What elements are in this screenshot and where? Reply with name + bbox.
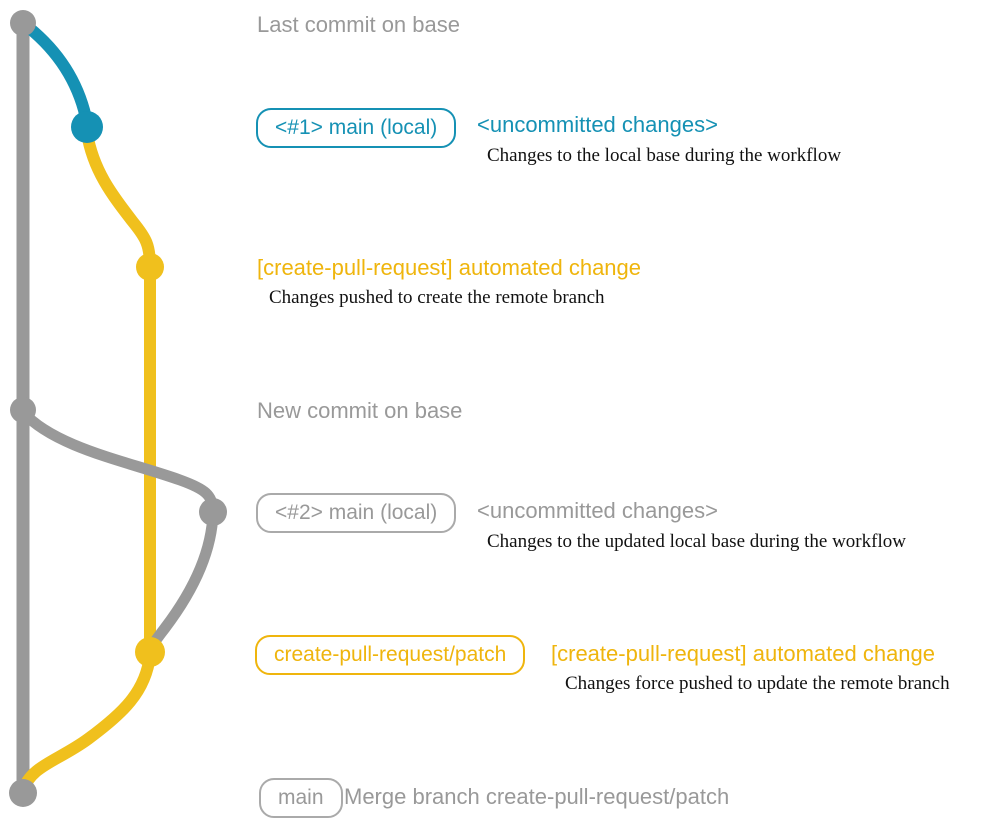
commit-dot-merge [9, 779, 37, 807]
commit-title-automated-change-1: [create-pull-request] automated change [257, 255, 642, 280]
commit-dot-automated-change-2 [135, 637, 165, 667]
commit-dot-main-local-1 [71, 111, 103, 143]
git-graph-svg [9, 10, 227, 807]
updated-main-local-curve-in [144, 506, 219, 661]
commit-dot-last-base [10, 10, 36, 36]
merge-curve [17, 649, 156, 797]
note-pushed-to-create: Changes pushed to create the remote bran… [269, 287, 605, 308]
badge-main: main [259, 778, 343, 818]
updated-main-local-curve-out [17, 406, 219, 518]
commit-dot-automated-change-1 [136, 253, 164, 281]
status-uncommitted-changes-1: <uncommitted changes> [477, 112, 718, 137]
commit-title-automated-change-2: [create-pull-request] automated change [551, 641, 936, 666]
patch-branch-curve [81, 127, 156, 273]
commit-dot-main-local-2 [199, 498, 227, 526]
caption-new-commit-on-base: New commit on base [257, 398, 463, 423]
commit-dot-new-base [10, 397, 36, 423]
note-updated-local-base-changes: Changes to the updated local base during… [487, 531, 906, 552]
note-force-pushed-to-update: Changes force pushed to update the remot… [565, 673, 950, 694]
note-local-base-changes: Changes to the local base during the wor… [487, 145, 842, 166]
badge-main-local-2: <#2> main (local) [256, 493, 457, 533]
badge-main-local-1: <#1> main (local) [256, 108, 457, 148]
git-graph [0, 0, 240, 827]
badge-create-pull-request-patch: create-pull-request/patch [255, 635, 526, 675]
status-uncommitted-changes-2: <uncommitted changes> [477, 498, 718, 523]
caption-merge-branch: Merge branch create-pull-request/patch [344, 784, 730, 809]
caption-last-commit-on-base: Last commit on base [257, 12, 460, 37]
